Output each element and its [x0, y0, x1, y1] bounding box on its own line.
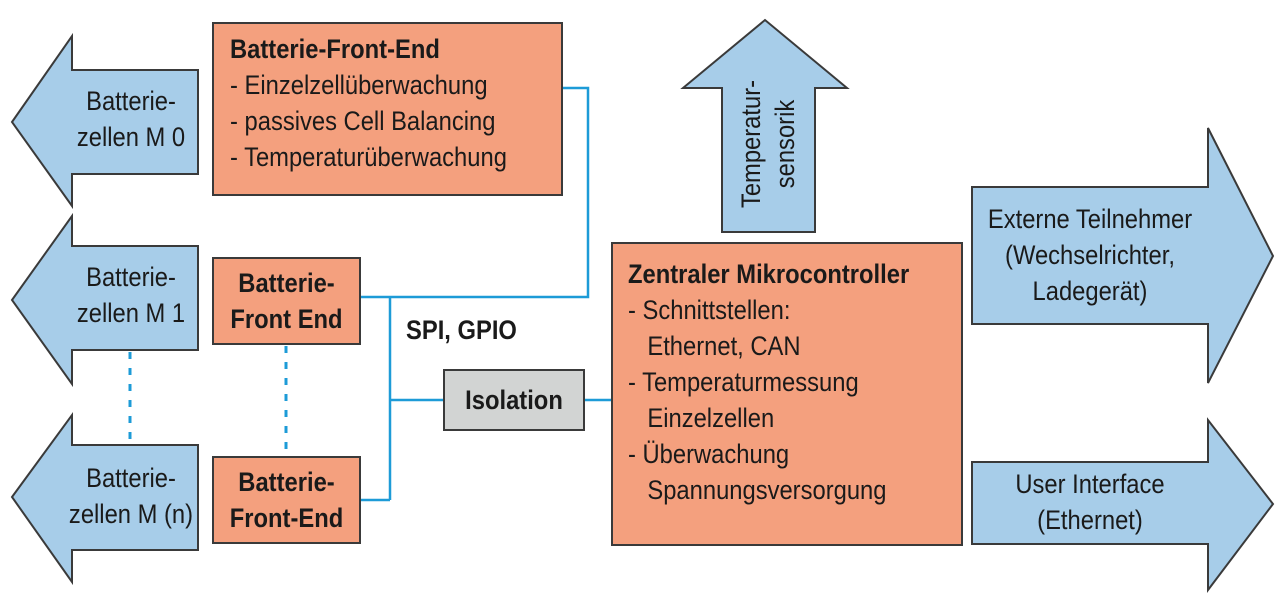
cell-m0-line1: Batterie-	[86, 86, 176, 116]
bfe-m1-box	[212, 257, 361, 345]
bfe-mn-text: Batterie- Front-End	[222, 464, 351, 536]
mcu-line: - Überwachung	[628, 439, 790, 469]
user-interface-label: User Interface (Ethernet)	[976, 466, 1205, 538]
bfe-m1-line1: Batterie-	[238, 268, 335, 298]
temp-sensor-line1: Temperatur-	[736, 79, 766, 209]
bfe-m1-text: Batterie- Front End	[222, 265, 351, 337]
temp-sensor-label: Temperatur- sensorik	[734, 74, 802, 215]
cell-mn-line1: Batterie-	[86, 463, 176, 493]
cell-arrow-m0	[10, 32, 199, 210]
mcu-line: - Temperaturmessung	[628, 367, 859, 397]
cell-mn-label: Batterie- zellen M (n)	[65, 460, 197, 532]
user-interface-line2: (Ethernet)	[1037, 505, 1143, 535]
temp-sensor-arrow	[680, 18, 850, 233]
cell-m0-label: Batterie- zellen M 0	[65, 83, 197, 155]
cell-m1-line1: Batterie-	[86, 262, 176, 292]
bfe-main-text: Batterie-Front-End - Einzelzellüberwachu…	[230, 31, 507, 175]
cell-arrow-mn	[10, 411, 199, 586]
mcu-line: Spannungsversorgung	[647, 475, 887, 505]
cell-mn-line2: zellen M (n)	[68, 499, 194, 529]
external-arrow	[971, 127, 1275, 384]
bus-label: SPI, GPIO	[406, 315, 517, 345]
cell-m1-line2: zellen M 1	[76, 298, 186, 328]
external-line2: (Wechselrichter,	[1005, 240, 1175, 270]
bfe-main-item: - passives Cell Balancing	[230, 106, 496, 136]
user-interface-line1: User Interface	[1015, 469, 1165, 499]
bfe-mn-box	[212, 456, 361, 544]
bfe-main-title: Batterie-Front-End	[230, 34, 440, 64]
cell-m0-line2: zellen M 0	[76, 122, 186, 152]
bus-wire-main	[360, 86, 590, 299]
external-line1: Externe Teilnehmer	[987, 204, 1193, 234]
bfe-main-item: - Einzelzellüberwachung	[230, 70, 488, 100]
temp-sensor-line2: sensorik	[770, 99, 800, 189]
bfe-main-item: - Temperaturüberwachung	[230, 142, 507, 172]
mcu-text: Zentraler Mikrocontroller - Schnittstell…	[628, 256, 909, 508]
cell-arrow-m1	[10, 212, 199, 388]
bfe-m1-line2: Front End	[230, 304, 343, 334]
mcu-title: Zentraler Mikrocontroller	[628, 259, 910, 289]
bfe-mn-line1: Batterie-	[238, 467, 335, 497]
user-interface-arrow	[971, 417, 1275, 593]
external-label: Externe Teilnehmer (Wechselrichter, Lade…	[976, 201, 1205, 309]
cell-m1-label: Batterie- zellen M 1	[65, 259, 197, 331]
isolation-label: Isolation	[465, 385, 563, 415]
bfe-main-box	[212, 22, 563, 196]
bfe-mn-line2: Front-End	[229, 503, 344, 533]
isolation-box	[443, 369, 585, 431]
mcu-line: Ethernet, CAN	[647, 331, 801, 361]
mcu-box	[611, 242, 963, 546]
external-line3: Ladegerät)	[1032, 276, 1148, 306]
mcu-line: - Schnittstellen:	[628, 295, 791, 325]
mcu-line: Einzelzellen	[647, 403, 775, 433]
